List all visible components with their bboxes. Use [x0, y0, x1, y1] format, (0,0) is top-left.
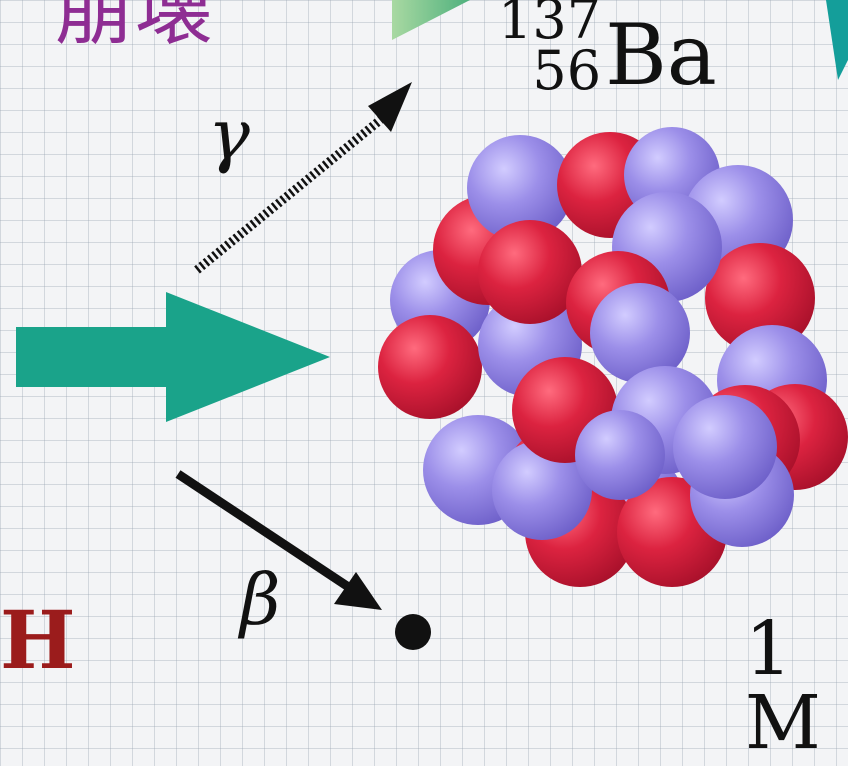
corner-right-text: 1 M: [745, 606, 821, 766]
neutron: [492, 440, 592, 540]
incoming-green-arrow: [16, 292, 330, 422]
nuclide-label: 137 56 Ba: [498, 0, 717, 104]
green-arrowhead-top: [392, 0, 470, 40]
teal-arrowhead-top-right: [826, 0, 848, 80]
beta-electron-dot: [395, 614, 431, 650]
atomic-number: 56: [532, 39, 602, 103]
mass-number: 137: [498, 0, 602, 51]
proton: [478, 220, 582, 324]
proton: [705, 243, 815, 353]
decay-diagram: [16, 0, 848, 650]
barium-nucleus: [378, 127, 848, 587]
neutron: [467, 135, 573, 241]
beta-label: β: [240, 559, 281, 641]
neutron: [590, 283, 690, 383]
corner-left-text: H: [0, 593, 76, 687]
neutron: [575, 410, 665, 500]
neutron: [673, 395, 777, 499]
gamma-ray-arrow: [194, 82, 412, 274]
decay-title: 崩壊: [55, 0, 216, 56]
proton: [378, 315, 482, 419]
beta-particle-arrow: [175, 470, 382, 610]
element-symbol: Ba: [605, 5, 717, 104]
gamma-label: γ: [208, 94, 250, 176]
